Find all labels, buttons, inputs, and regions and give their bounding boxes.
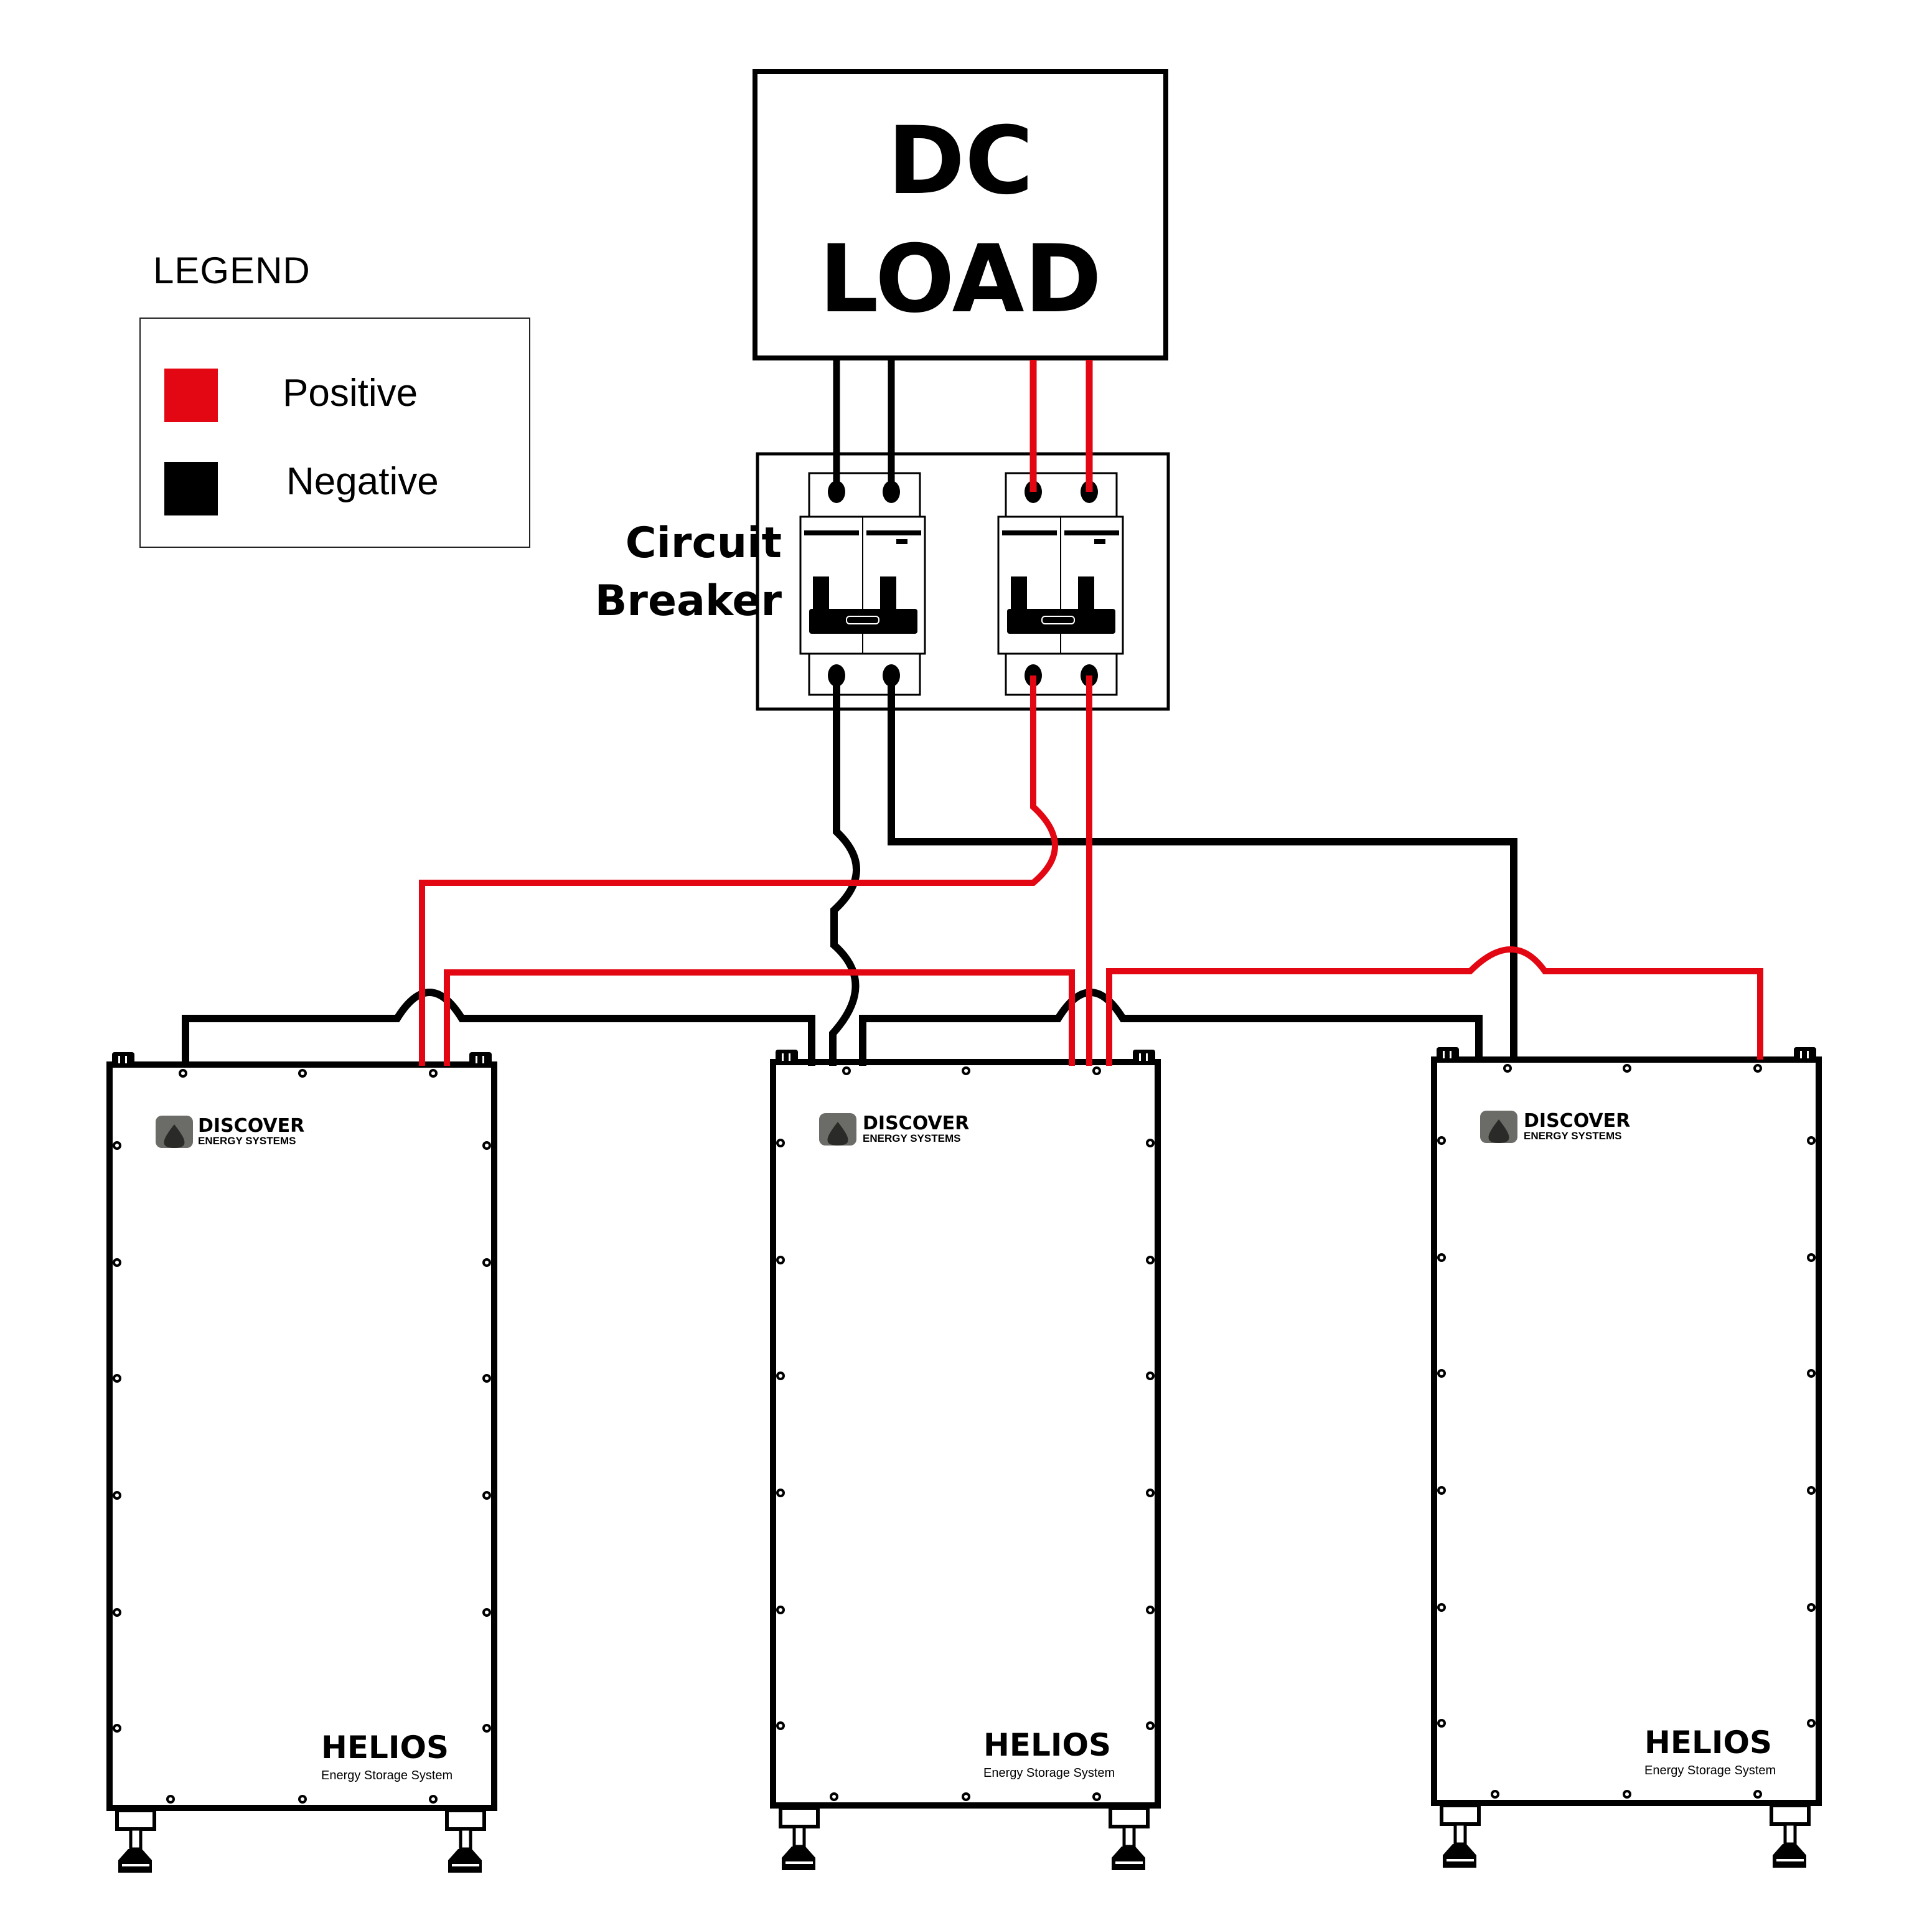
brand-sub-label: ENERGY SYSTEMS	[198, 1135, 296, 1147]
model-label: HELIOS	[1644, 1724, 1772, 1761]
model-label: HELIOS	[321, 1729, 449, 1766]
battery-3-labels: DISCOVER ENERGY SYSTEMS HELIOS Energy St…	[1524, 1110, 1776, 1777]
circuit-breaker-label-line1: Circuit	[626, 519, 782, 568]
wire-b1-b2-pos	[444, 969, 1075, 1066]
wire-breaker-neg-2	[888, 675, 1517, 1058]
wire-b2-b3-pos	[1106, 946, 1763, 1066]
legend-box: Positive Negative	[139, 318, 530, 548]
brand-label: DISCOVER	[863, 1113, 969, 1134]
wire-breaker-neg-1	[829, 675, 860, 1066]
breaker-positive[interactable]	[997, 472, 1124, 696]
brand-label: DISCOVER	[198, 1115, 304, 1137]
positive-swatch-icon	[164, 369, 218, 422]
model-sub-label: Energy Storage System	[321, 1769, 453, 1782]
legend-label-positive: Positive	[283, 372, 418, 415]
model-sub-label: Energy Storage System	[1644, 1764, 1776, 1777]
model-sub-label: Energy Storage System	[983, 1766, 1115, 1780]
positive-wires	[419, 675, 1763, 1066]
legend-title: LEGEND	[153, 250, 311, 291]
negative-swatch-icon	[164, 462, 218, 515]
wire-breaker-pos-1	[419, 675, 1058, 1066]
brand-sub-label: ENERGY SYSTEMS	[1524, 1130, 1621, 1142]
dc-load-box: DC LOAD	[753, 69, 1168, 360]
circuit-breaker-label-line2: Breaker	[595, 576, 782, 626]
model-label: HELIOS	[983, 1727, 1111, 1763]
wire-b1-b2-neg	[182, 989, 815, 1066]
battery-2-labels: DISCOVER ENERGY SYSTEMS HELIOS Energy St…	[863, 1113, 1115, 1780]
wire-b2-b3-neg	[859, 989, 1483, 1066]
dc-load-line1: DC	[888, 107, 1034, 215]
brand-label: DISCOVER	[1524, 1110, 1630, 1132]
legend-label-negative: Negative	[286, 460, 439, 503]
dc-load-line2: LOAD	[819, 225, 1102, 334]
breaker-negative[interactable]	[799, 472, 926, 696]
battery-1-labels: DISCOVER ENERGY SYSTEMS HELIOS Energy St…	[198, 1115, 453, 1782]
negative-wires	[182, 675, 1517, 1066]
brand-sub-label: ENERGY SYSTEMS	[863, 1132, 960, 1144]
